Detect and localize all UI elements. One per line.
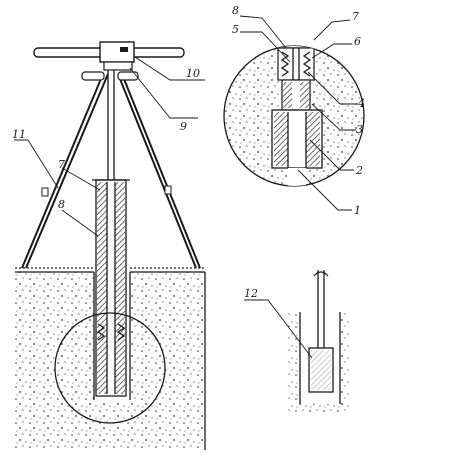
drill-rod [107,70,115,180]
label-detail-4: 4 [357,97,365,110]
label-11: 11 [12,128,26,141]
label-detail-7: 7 [352,10,359,23]
label-8: 8 [58,198,65,211]
label-9: 9 [180,120,187,133]
label-detail-5: 5 [232,23,239,36]
label-detail-3: 3 [356,123,363,136]
label-12: 12 [244,287,258,300]
label-7: 7 [58,158,65,171]
label-10: 10 [186,67,200,80]
label-detail-1: 1 [354,204,361,217]
handle-bar [33,41,185,71]
detail-view [223,15,365,211]
label-detail-6: 6 [354,35,361,48]
label-detail-8: 8 [232,4,239,17]
sampler-tube [92,179,130,397]
main-view [14,41,206,450]
detail-marker-circle [54,312,166,424]
label-detail-2: 2 [355,164,363,177]
sample-view [244,270,350,412]
